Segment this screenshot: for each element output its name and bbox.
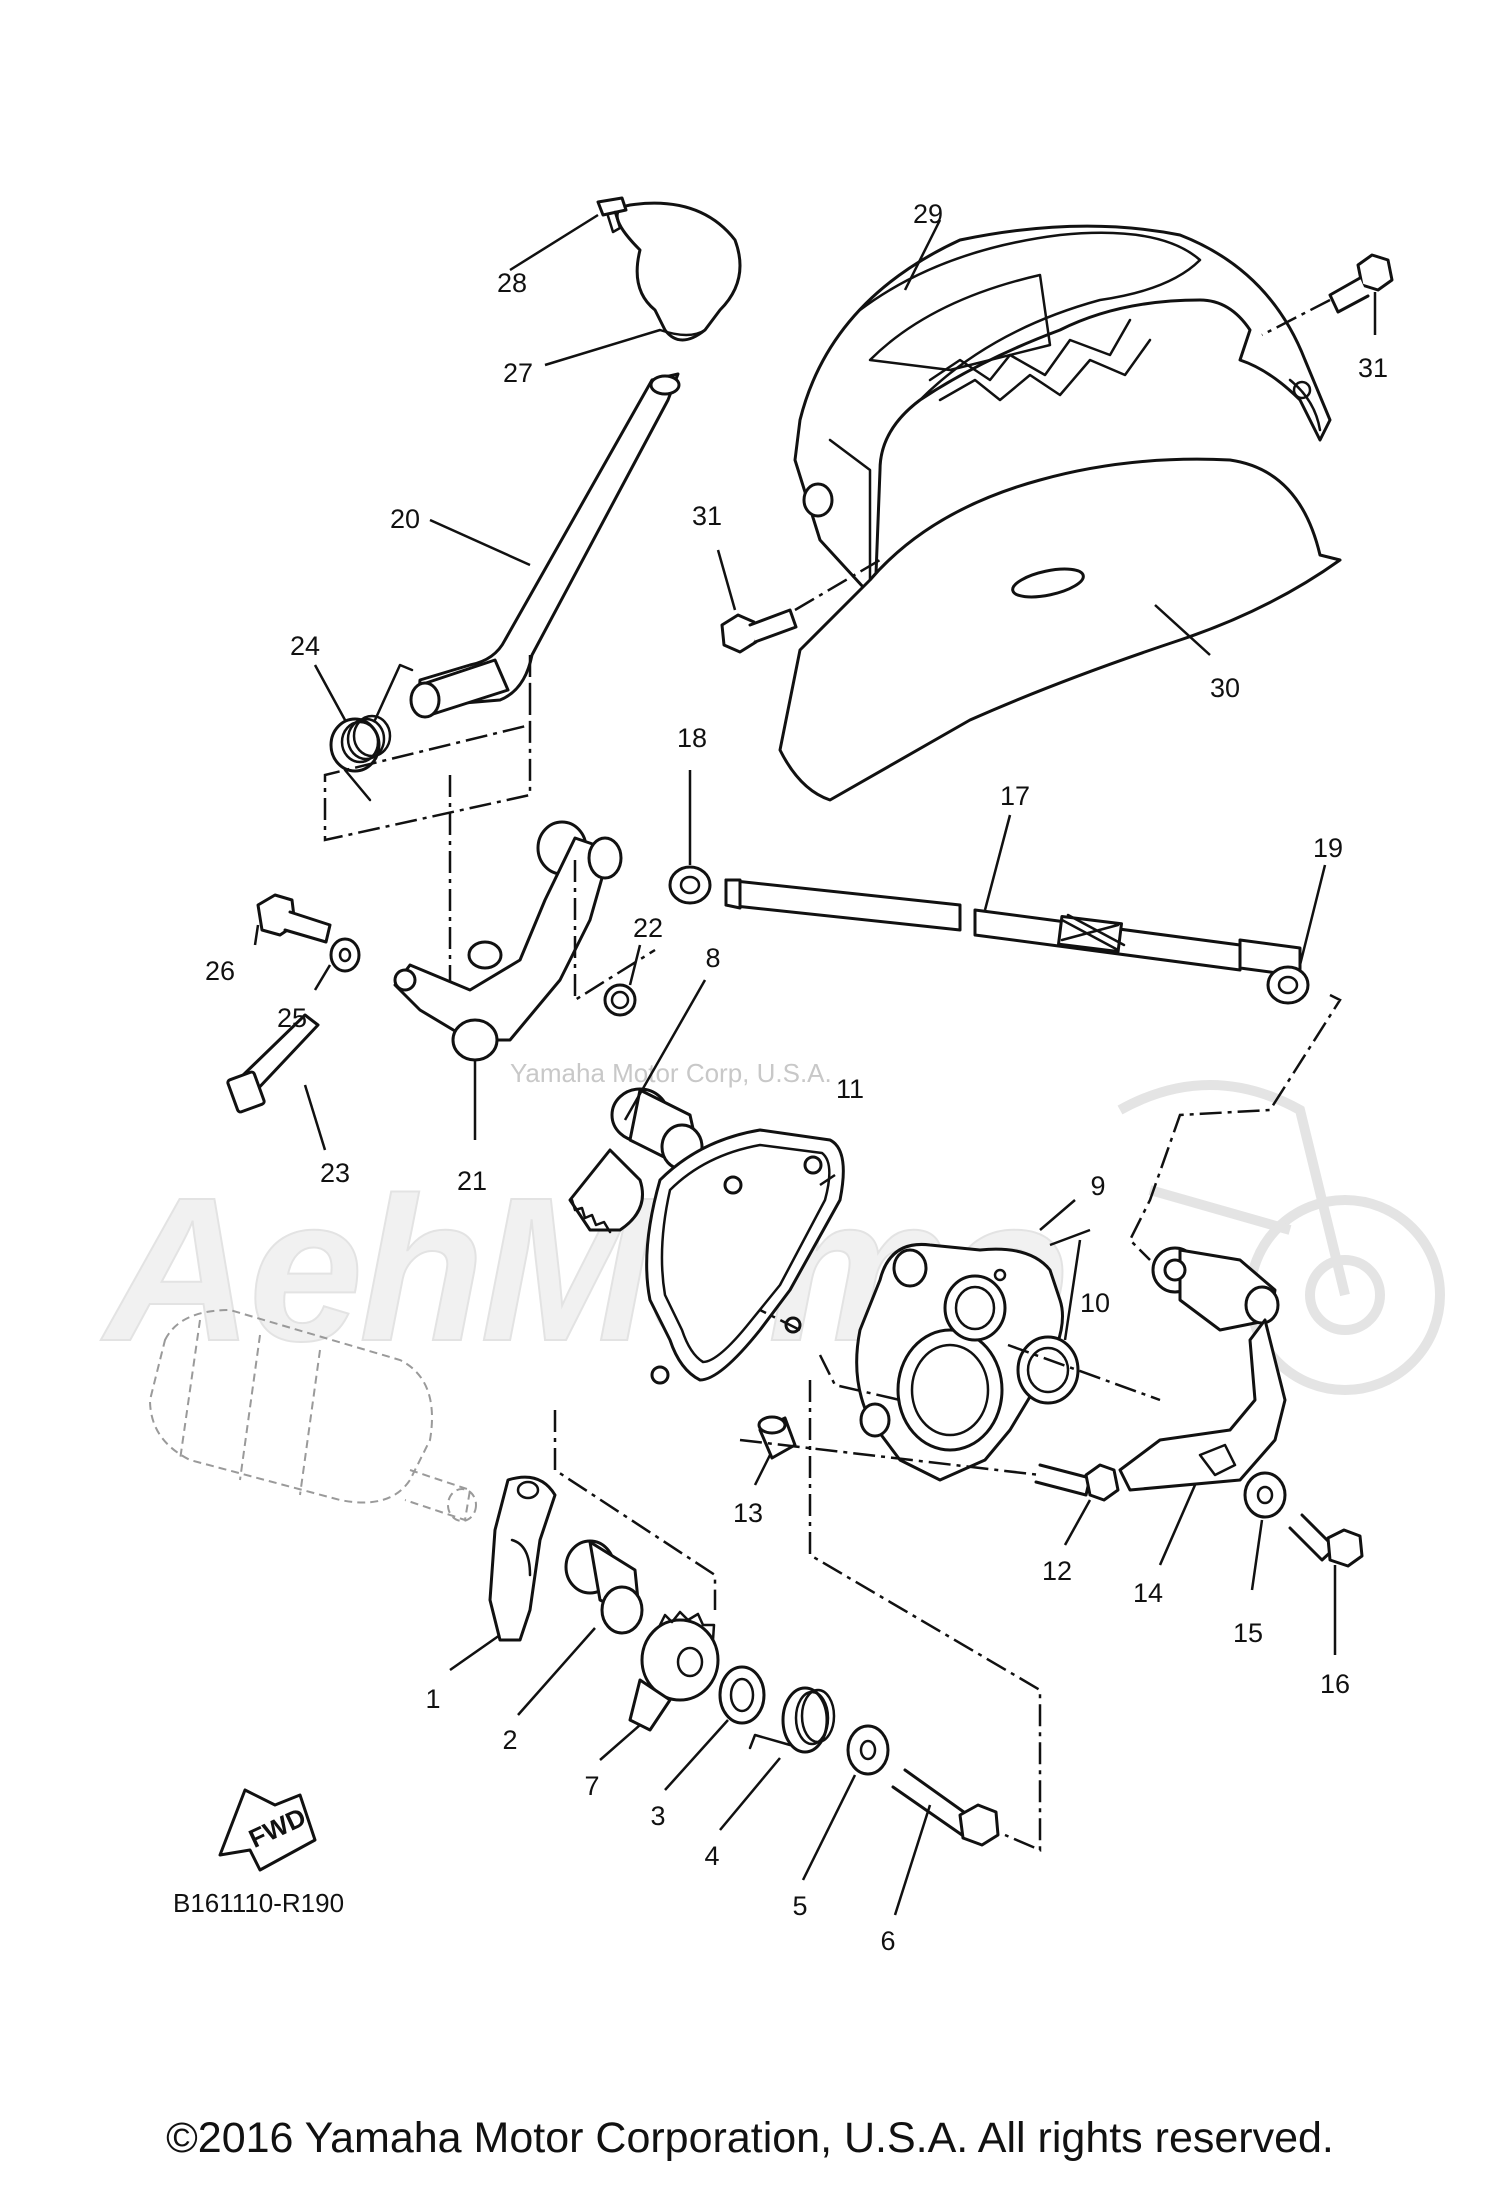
callout-14: 14	[1133, 1578, 1163, 1608]
nut-18	[668, 865, 712, 905]
callout-25: 25	[277, 1003, 307, 1033]
circlip	[603, 983, 637, 1017]
diagram-code: B161110-R190	[173, 1888, 344, 1918]
dowel-pin-13	[757, 1415, 797, 1460]
callout-19: 19	[1313, 833, 1343, 863]
callout-11: 11	[836, 1074, 864, 1104]
knob-screw	[596, 196, 628, 234]
collar-2	[564, 1539, 644, 1635]
bolt-line-12	[739, 1438, 1041, 1477]
callout-21: 21	[457, 1166, 487, 1196]
cover-bolt-31-right	[1328, 253, 1394, 314]
callout-15: 15	[1233, 1618, 1263, 1648]
callout-6: 6	[880, 1926, 895, 1956]
leader-lines	[253, 213, 1377, 1916]
shift-rod	[724, 878, 1302, 978]
link-arm-14	[1118, 1246, 1287, 1492]
cover-bolt-31-left	[720, 608, 798, 654]
callout-29: 29	[913, 199, 943, 229]
bolt-16	[1288, 1513, 1364, 1568]
cover-plate-30	[778, 457, 1342, 802]
seal-axis-line	[1007, 1343, 1161, 1402]
callout-10: 10	[1080, 1288, 1110, 1318]
callout-30: 30	[1210, 673, 1240, 703]
copyright-footer: ©2016 Yamaha Motor Corporation, U.S.A. A…	[166, 2114, 1334, 2162]
callout-31-left: 31	[692, 501, 722, 531]
shift-gate-cover	[793, 224, 1332, 602]
callout-13: 13	[733, 1498, 763, 1528]
callout-4: 4	[704, 1841, 719, 1871]
shift-drum-ghost	[148, 1308, 477, 1522]
callout-17: 17	[1000, 781, 1030, 811]
callout-23: 23	[320, 1158, 350, 1188]
callout-12: 12	[1042, 1556, 1072, 1586]
bolt-line-31-right	[1261, 298, 1331, 337]
callout-26: 26	[205, 956, 235, 986]
fwd-arrow-icon: FWD	[218, 1788, 317, 1872]
bolt-12	[1034, 1463, 1120, 1502]
pivot-bolt-26	[256, 893, 332, 944]
nut-14-top	[1163, 1258, 1187, 1282]
shift-arm	[393, 820, 623, 1062]
assembly-line-lever	[323, 655, 532, 842]
callout-3: 3	[650, 1801, 665, 1831]
shift-lever	[409, 372, 681, 719]
callout-5: 5	[792, 1891, 807, 1921]
callout-24: 24	[290, 631, 320, 661]
assembly-line-dowel	[818, 1354, 901, 1402]
gasket	[645, 1128, 845, 1385]
bolt-line-31-left	[794, 558, 881, 612]
callout-31-right: 31	[1358, 353, 1388, 383]
callout-28: 28	[497, 268, 527, 298]
washer-5	[846, 1724, 890, 1776]
callout-27: 27	[503, 358, 533, 388]
washer-15	[1243, 1471, 1287, 1519]
callout-18: 18	[677, 723, 707, 753]
lever-spring	[329, 663, 414, 802]
pivot-pin-23	[226, 1013, 320, 1114]
washer-3	[718, 1665, 766, 1725]
callout-16: 16	[1320, 1669, 1350, 1699]
callout-7: 7	[584, 1771, 599, 1801]
shift-knob	[615, 201, 742, 342]
callouts: 1 2 3 4 5 6 7 8 9 10 11 12 13 14 15 16 1…	[205, 199, 1388, 1956]
assembly-line-lower	[553, 1410, 717, 1610]
callout-20: 20	[390, 504, 420, 534]
callout-8: 8	[705, 943, 720, 973]
oil-seal-10	[1016, 1335, 1080, 1405]
assembly-line-bolt6	[808, 1380, 1042, 1852]
ratchet-7	[628, 1610, 720, 1732]
assembly-line-arm	[573, 860, 656, 1003]
nut-19	[1266, 965, 1310, 1005]
stopper-lever-1	[488, 1475, 557, 1642]
spring-4	[748, 1686, 836, 1754]
shift-cover-housing	[855, 1242, 1064, 1482]
assembly-line-rod	[1128, 993, 1342, 1261]
watermark-copyright-text: Yamaha Motor Corp, U.S.A.	[510, 1058, 832, 1088]
callout-9: 9	[1090, 1171, 1105, 1201]
callout-22: 22	[633, 913, 663, 943]
assembly-line-gasket	[759, 1308, 801, 1332]
washer-25	[329, 937, 361, 973]
callout-1: 1	[425, 1684, 440, 1714]
watermark-motorcycle-icon	[1117, 1080, 1445, 1395]
bolt-6	[891, 1768, 1000, 1847]
callout-2: 2	[502, 1725, 517, 1755]
